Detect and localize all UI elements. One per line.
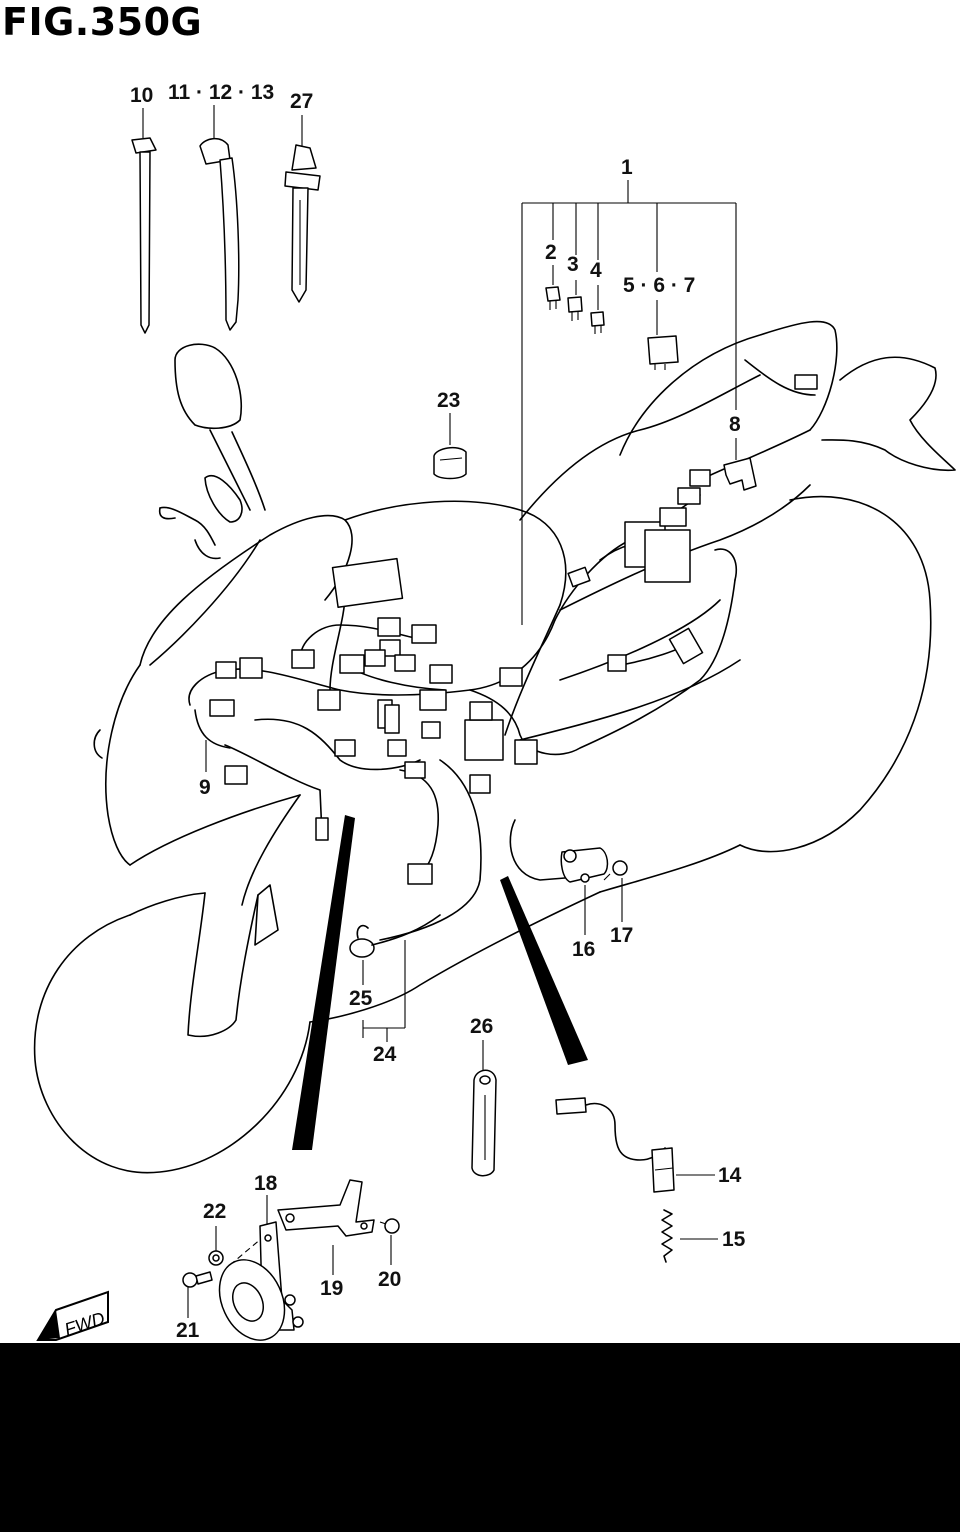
- callout-16: 16: [572, 938, 596, 961]
- callout-8: 8: [729, 413, 741, 436]
- fuses-2-3-4: [545, 286, 605, 334]
- part-14-switch: [555, 1097, 675, 1193]
- part-25-grommet: [349, 914, 441, 958]
- callout-22: 22: [203, 1200, 227, 1223]
- part-17-bolt: [603, 860, 628, 881]
- callout-20: 20: [378, 1268, 402, 1291]
- callout-26: 26: [470, 1015, 494, 1038]
- callout-1: 1: [621, 156, 633, 179]
- horn: [218, 1259, 304, 1341]
- callout-2: 2: [545, 241, 557, 264]
- callout-21: 21: [176, 1319, 200, 1342]
- part-20-bolt: [379, 1218, 400, 1234]
- callout-19: 19: [320, 1277, 344, 1300]
- callout-5-6-7: 5 · 6 · 7: [623, 274, 696, 297]
- bottom-black-band: [0, 1343, 960, 1532]
- callout-15: 15: [722, 1228, 746, 1251]
- callout-25: 25: [349, 987, 373, 1010]
- exploded-view-drawing: FWD: [33, 105, 956, 1341]
- callout-10: 10: [130, 84, 154, 107]
- callout-24: 24: [373, 1043, 397, 1066]
- callout-4: 4: [590, 259, 602, 282]
- callout-18: 18: [254, 1172, 278, 1195]
- part-27-clip-tie: [284, 144, 321, 303]
- part-22-washer: [208, 1250, 224, 1266]
- part-16-sensor: [509, 819, 609, 883]
- part-15-spring: [661, 1209, 673, 1263]
- part-19-bracket: [277, 1179, 375, 1237]
- part-21-bolt: [182, 1271, 213, 1288]
- part-8-cover: [723, 457, 757, 491]
- callout-27: 27: [290, 90, 314, 113]
- explosion-arrows: [292, 815, 588, 1150]
- callout-9: 9: [199, 776, 211, 799]
- harness-connectors: [209, 374, 818, 885]
- callout-3: 3: [567, 253, 579, 276]
- callout-11-12-13: 11 · 12 · 13: [168, 81, 275, 104]
- forward-direction-badge: FWD: [36, 1290, 109, 1341]
- callout-14: 14: [718, 1164, 742, 1187]
- part-10-cable-tie: [131, 137, 157, 334]
- leader-lines: [142, 105, 737, 1318]
- relay-5-6-7: [647, 335, 679, 370]
- part-23-boot: [433, 446, 467, 480]
- part-11-13-clamp-tie: [199, 138, 240, 331]
- figure-title: FIG.350G: [2, 0, 203, 44]
- callout-17: 17: [610, 924, 634, 947]
- callout-23: 23: [437, 389, 461, 412]
- part-26-clamp: [471, 1069, 497, 1177]
- parts-diagram-sheet: FIG.350G: [0, 0, 960, 1343]
